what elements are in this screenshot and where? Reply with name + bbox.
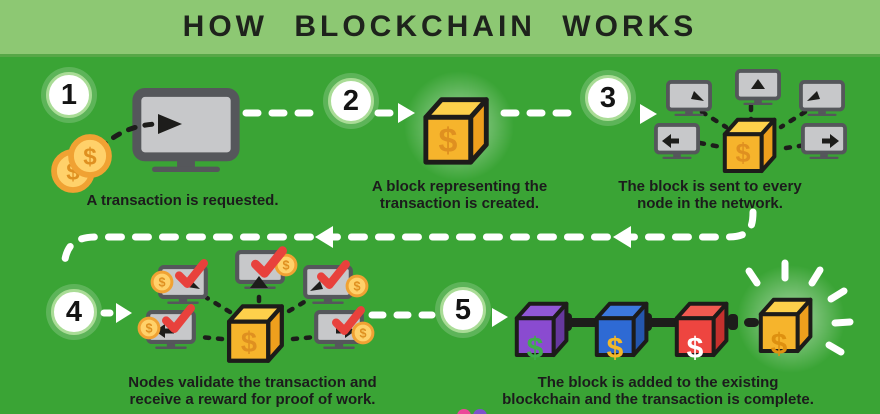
step-5-badge: 5 — [440, 287, 486, 333]
node-link — [204, 295, 233, 315]
caption-line: receive a reward for proof of work. — [129, 391, 376, 408]
up-arrow-icon — [751, 79, 765, 89]
logo-dot-purple — [473, 409, 487, 414]
white-arrowhead-icon — [492, 308, 508, 327]
caption-line: blockchain and the transaction is comple… — [502, 391, 814, 408]
step-4-caption: Nodes validate the transaction and recei… — [105, 374, 400, 408]
diagonal-arrow-icon — [691, 91, 704, 101]
node-link — [699, 109, 729, 130]
header-band: HOW BLOCKCHAIN WORKS — [0, 0, 880, 57]
caption-line: transaction is created. — [379, 195, 540, 212]
dollar-symbol: $ — [771, 328, 788, 361]
dollar-symbol: $ — [687, 332, 704, 365]
step-5-graphic: $ $ $ $ — [517, 259, 854, 373]
step-3-caption: The block is sent to every node in the n… — [600, 178, 820, 212]
step-2-caption: A block representing the transaction is … — [352, 178, 567, 212]
caption-line: A block representing the — [371, 178, 548, 195]
node-link — [290, 334, 318, 342]
step-1-graphic — [54, 92, 235, 190]
step-number: 5 — [454, 293, 472, 326]
caption-line: node in the network. — [637, 195, 783, 212]
caption-line: The block is sent to every — [618, 178, 802, 195]
caption-line: A transaction is requested. — [86, 192, 279, 209]
sunburst-rays-icon — [745, 259, 854, 356]
step-number: 3 — [599, 81, 617, 114]
node-link — [778, 109, 808, 130]
chain-link-gap-dash — [744, 318, 759, 327]
right-arrow-tail — [822, 138, 830, 144]
dollar-symbol: $ — [527, 332, 544, 365]
step-1-badge: 1 — [46, 72, 92, 118]
caption-line: Nodes validate the transaction and — [128, 374, 377, 391]
step-2-graphic: $ — [404, 71, 514, 181]
white-arrowhead-icon — [116, 303, 132, 323]
white-arrowhead-icon — [640, 104, 657, 124]
monitor-icon — [137, 92, 235, 172]
node-link — [286, 295, 314, 314]
left-arrow-icon — [662, 134, 671, 148]
white-arrowhead-left-icon — [315, 226, 333, 248]
dollar-symbol: $ — [439, 122, 458, 160]
reward-coin-icon — [351, 321, 375, 345]
step-number: 1 — [60, 78, 78, 111]
chain-link — [646, 318, 682, 327]
node-monitor-icon — [799, 80, 845, 116]
reward-coin-icon — [345, 274, 369, 298]
page-title: HOW BLOCKCHAIN WORKS — [182, 10, 698, 43]
up-arrow-icon — [250, 276, 268, 288]
node-link — [197, 334, 225, 342]
connector-step3-step4 — [60, 208, 757, 276]
step-2-badge: 2 — [328, 78, 374, 124]
step-3-badge: 3 — [585, 75, 631, 121]
caption-line: The block is added to the existing — [537, 374, 779, 391]
diagonal-arrow-icon — [310, 281, 323, 291]
chain-link — [566, 318, 602, 327]
left-arrow-tail — [671, 138, 679, 144]
chain-link — [728, 314, 738, 330]
dollar-symbol: $ — [241, 327, 257, 359]
logo-dot-pink — [457, 409, 471, 414]
left-arrow-tail — [165, 328, 174, 334]
step-3-graphic: $ — [654, 69, 847, 171]
reward-coin-icon — [137, 316, 161, 340]
dollar-symbol: $ — [735, 138, 750, 168]
node-monitor-icon — [666, 80, 712, 116]
diagonal-arrow-icon — [807, 91, 820, 101]
dollar-symbol: $ — [607, 332, 624, 365]
chain-links — [560, 313, 759, 331]
step-1-caption: A transaction is requested. — [70, 192, 295, 209]
step-number: 4 — [65, 295, 83, 328]
step-number: 2 — [342, 84, 360, 117]
step-4-graphic: $ — [137, 251, 375, 361]
coin-icon — [71, 137, 109, 175]
step-4-badge: 4 — [51, 289, 97, 335]
transaction-arrowhead-icon — [158, 114, 182, 134]
reward-coin-icon — [150, 270, 174, 294]
node-link — [697, 140, 724, 150]
white-arrowhead-left-icon — [613, 226, 631, 248]
left-arrow-icon — [155, 324, 165, 338]
logo-fragment — [457, 409, 487, 414]
step-5-caption: The block is added to the existing block… — [478, 374, 838, 408]
right-arrow-icon — [830, 134, 839, 148]
